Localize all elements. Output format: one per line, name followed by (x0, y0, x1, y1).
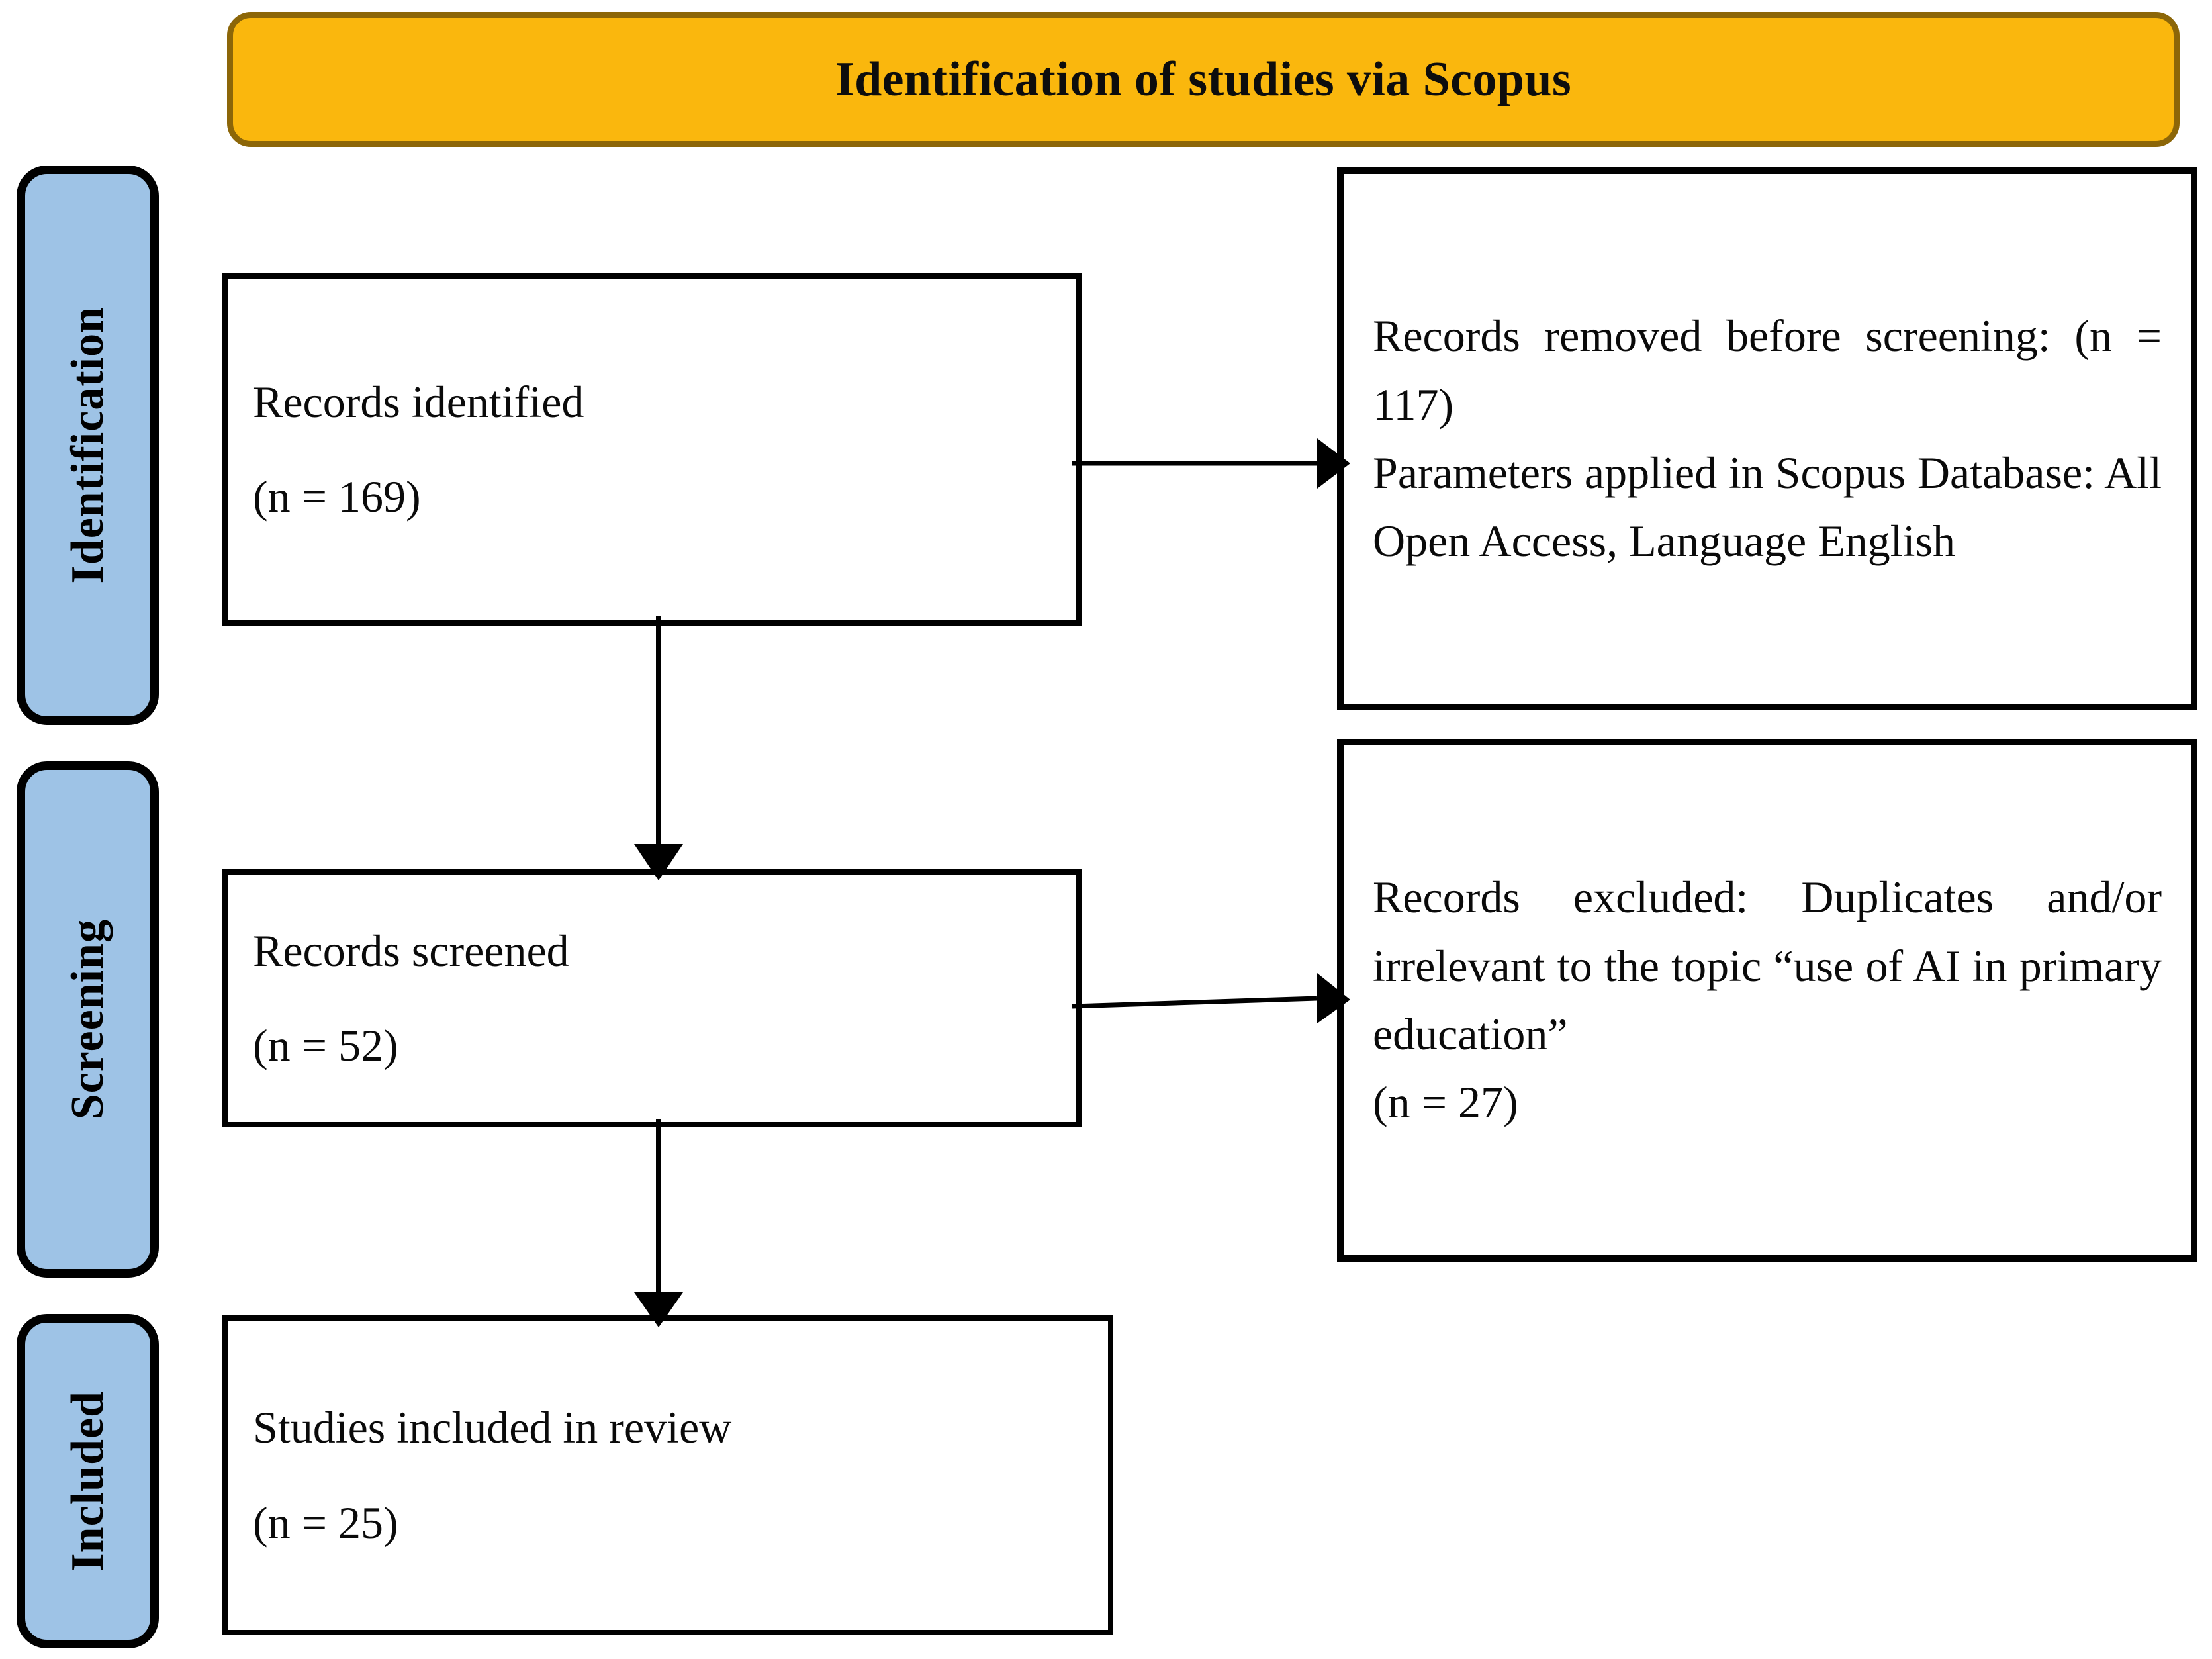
stage-rail-screening: Screening (17, 761, 159, 1278)
box-records-screened-line2: (n = 52) (253, 1020, 398, 1070)
arrow-identified-to-removed (1072, 438, 1350, 489)
box-records-identified: Records identified (n = 169) (222, 273, 1082, 626)
box-records-removed: Records removed before screening: (n = 1… (1337, 167, 2197, 710)
stage-label-screening: Screening (62, 919, 113, 1120)
stage-label-identification: Identification (62, 307, 113, 584)
box-studies-included: Studies included in review (n = 25) (222, 1315, 1113, 1635)
box-records-removed-line2: Parameters applied in Scopus Database: A… (1373, 448, 2162, 567)
arrow-identified-to-screened (634, 616, 683, 880)
box-records-screened-line1: Records screened (253, 925, 569, 976)
arrow-screened-to-excluded (1072, 973, 1350, 1023)
stage-rail-identification: Identification (17, 166, 159, 725)
box-records-excluded-line1: Records excluded: Duplicates and/or irre… (1373, 872, 2162, 1059)
box-records-screened: Records screened (n = 52) (222, 869, 1082, 1127)
box-studies-included-line1: Studies included in review (253, 1402, 732, 1453)
stage-label-included: Included (62, 1391, 113, 1572)
stage-rail-included: Included (17, 1314, 159, 1648)
box-studies-included-line2: (n = 25) (253, 1497, 398, 1548)
diagram-header-banner: Identification of studies via Scopus (227, 12, 2180, 147)
box-records-removed-line1: Records removed before screening: (n = 1… (1373, 310, 2162, 430)
box-records-excluded-line2: (n = 27) (1373, 1077, 1518, 1128)
box-records-identified-line2: (n = 169) (253, 471, 421, 522)
box-records-excluded: Records excluded: Duplicates and/or irre… (1337, 739, 2197, 1262)
arrow-screened-to-included (634, 1119, 683, 1327)
diagram-title: Identification of studies via Scopus (835, 52, 1572, 107)
box-records-identified-line1: Records identified (253, 376, 584, 427)
